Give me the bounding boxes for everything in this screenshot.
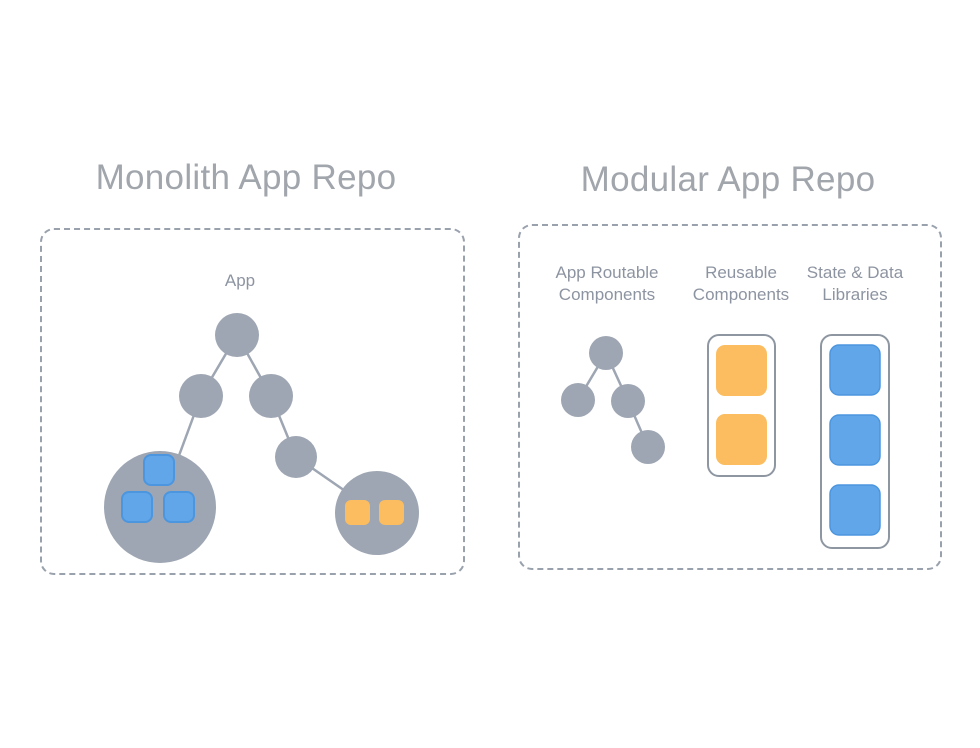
modular-title: Modular App Repo	[580, 160, 876, 199]
modular-panel	[518, 224, 942, 570]
column-label-app-routable-components: App Routable Components	[555, 263, 659, 304]
column-label-reusable-components: Reusable Components	[692, 263, 790, 304]
column-label-state-data-libraries: State & Data Libraries	[806, 263, 904, 304]
monolith-panel	[40, 228, 465, 575]
monolith-title: Monolith App Repo	[95, 158, 397, 197]
app-label: App	[224, 271, 256, 290]
